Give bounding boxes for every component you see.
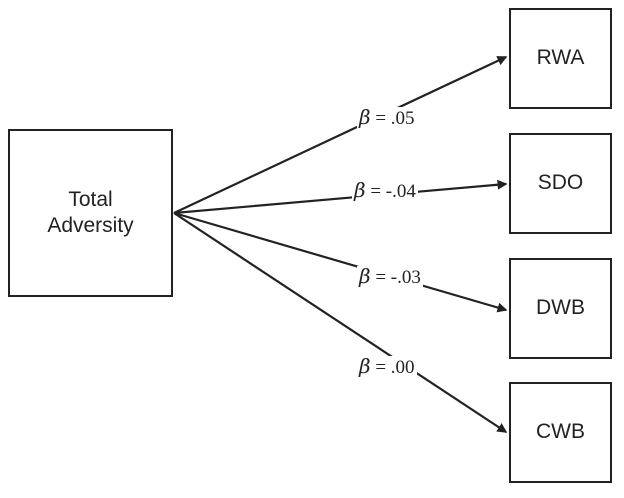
- target-label-dwb: DWB: [536, 296, 585, 320]
- source-label-line2: Adversity: [47, 214, 134, 237]
- source-label-line1: Total: [68, 187, 113, 211]
- arrow-to-rwa: [173, 56, 508, 214]
- coefficient-value: = -.03: [370, 267, 421, 288]
- beta-symbol: β: [359, 354, 371, 378]
- coefficient-value: = .05: [370, 108, 415, 129]
- target-node-cwb: CWB: [509, 382, 612, 483]
- beta-symbol: β: [359, 105, 371, 129]
- path-coefficient-sdo: β = -.04: [352, 180, 418, 201]
- path-coefficient-cwb: β = .00: [357, 356, 417, 377]
- target-label-cwb: CWB: [536, 420, 585, 444]
- target-node-rwa: RWA: [509, 8, 612, 109]
- path-coefficient-rwa: β = .05: [357, 107, 417, 128]
- beta-symbol: β: [354, 178, 366, 202]
- arrow-to-dwb: [173, 211, 508, 313]
- target-node-sdo: SDO: [509, 133, 612, 234]
- path-coefficient-dwb: β = -.03: [357, 266, 423, 287]
- arrow-to-cwb: [173, 212, 508, 433]
- target-label-rwa: RWA: [536, 46, 585, 70]
- source-node-total-adversity: Total Adversity: [8, 129, 173, 297]
- coefficient-value: = -.04: [365, 181, 416, 202]
- beta-symbol: β: [359, 264, 371, 288]
- coefficient-value: = .00: [370, 357, 415, 378]
- arrow-to-sdo: [173, 179, 508, 215]
- target-node-dwb: DWB: [509, 258, 612, 359]
- target-label-sdo: SDO: [537, 171, 584, 195]
